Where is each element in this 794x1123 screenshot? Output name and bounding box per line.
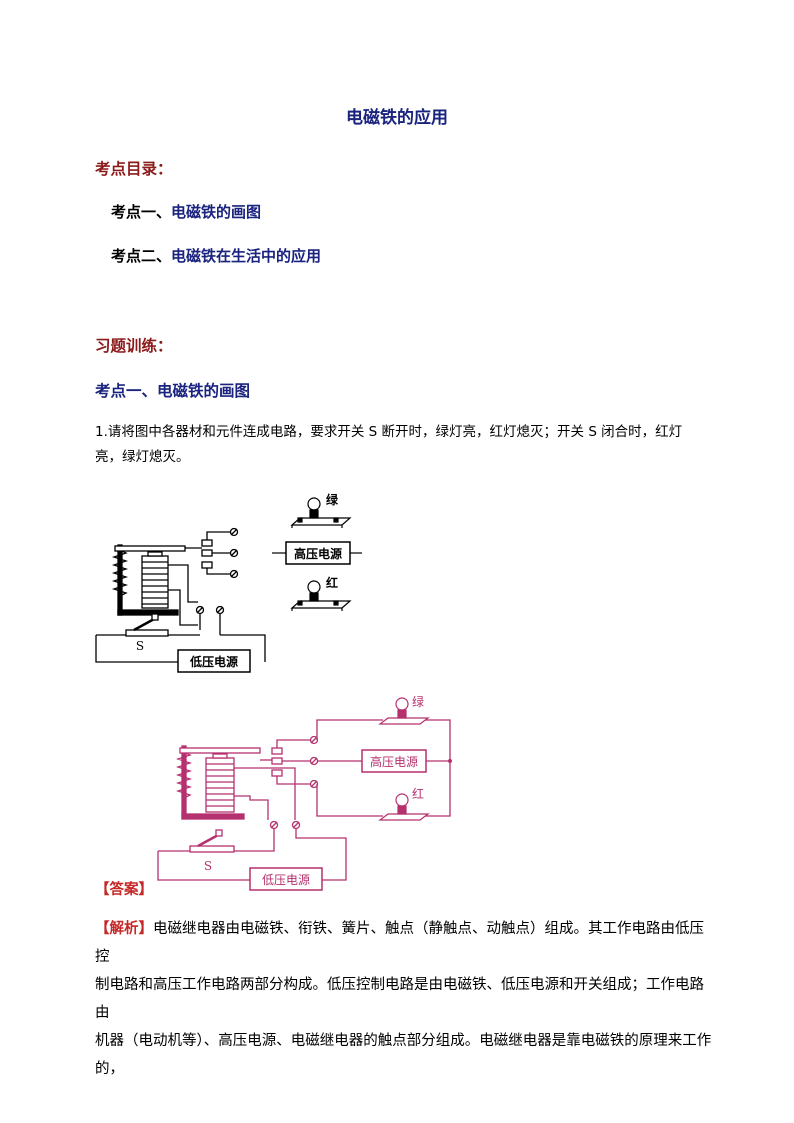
answer-switch-label: S xyxy=(204,859,212,873)
electromagnet-coil xyxy=(141,555,169,609)
low-voltage-box xyxy=(177,649,251,673)
terminal-upper xyxy=(229,527,239,537)
terminal-middle xyxy=(229,548,239,558)
answer-red-label: 红 xyxy=(412,786,424,801)
toc-item-1[interactable]: 考点一、电磁铁的画图 xyxy=(111,201,261,222)
analysis-line-2: 制电路和高压工作电路两部分构成。低压控制电路是由电磁铁、低压电源和开关组成；工作… xyxy=(95,977,704,1021)
red-bulb-icon xyxy=(307,580,321,594)
relay-base xyxy=(117,609,179,616)
low-voltage-label: 低压电源 xyxy=(189,654,238,669)
question-circuit-figure: 低压电源 S xyxy=(95,527,266,673)
answer-circuit-figure: 高压电源 低压电源 S 绿 红 xyxy=(157,694,452,891)
coil-windings xyxy=(142,561,168,605)
answer-red-lamp xyxy=(378,793,430,821)
moving-contact xyxy=(201,549,213,557)
high-voltage-box xyxy=(285,541,351,565)
page-title: 电磁铁的应用 xyxy=(346,108,448,128)
toc-item-1-prefix: 考点一、 xyxy=(111,203,172,221)
analysis-line-3: 机器（电动机等）、高压电源、电磁继电器的触点部分组成。电磁继电器是靠电磁铁的原理… xyxy=(95,1033,712,1077)
toc-item-2-text: 电磁铁在生活中的应用 xyxy=(171,247,322,265)
answer-wire-red xyxy=(316,784,383,817)
answer-green-lamp xyxy=(378,697,430,725)
answer-green-label: 绿 xyxy=(412,694,424,709)
lower-contact xyxy=(201,561,213,569)
relay-armature xyxy=(114,545,186,552)
switch-base xyxy=(125,629,169,637)
low-voltage-wire-right xyxy=(220,634,266,662)
toc-item-1-text: 电磁铁的画图 xyxy=(171,203,262,221)
answer-low-voltage-label: 低压电源 xyxy=(262,873,310,887)
green-label: 绿 xyxy=(326,492,339,507)
upper-contact xyxy=(201,539,213,547)
question-1-line-1: 1.请将图中各器材和元件连成电路，要求开关 S 断开时，绿灯亮，红灯熄灭；开关 … xyxy=(95,424,683,440)
answer-tag: 【答案】 xyxy=(95,882,153,898)
answer-red-bulb-icon xyxy=(395,793,409,807)
answer-wire-green xyxy=(316,719,383,740)
toc-heading: 考点目录： xyxy=(95,160,173,178)
red-label: 红 xyxy=(326,575,338,590)
point1-heading: 考点一、电磁铁的画图 xyxy=(95,382,251,400)
practice-heading: 习题训练： xyxy=(95,337,173,355)
green-bulb-icon xyxy=(307,497,321,511)
analysis-line-1: 电磁继电器由电磁铁、衔铁、簧片、触点（静触点、动触点）组成。其工作电路由低压控 xyxy=(95,921,704,965)
question-1: 1.请将图中各器材和元件连成电路，要求开关 S 断开时，绿灯亮，红灯熄灭；开关 … xyxy=(95,420,715,470)
terminal-lower xyxy=(229,569,239,579)
relay-spring xyxy=(111,549,129,597)
toc-item-2[interactable]: 考点二、电磁铁在生活中的应用 xyxy=(111,245,321,266)
answer-green-bulb-icon xyxy=(395,697,409,711)
question-1-line-2: 亮，绿灯熄灭。 xyxy=(95,449,190,465)
analysis-tag: 【解析】 xyxy=(95,921,153,937)
answer-high-voltage-label: 高压电源 xyxy=(370,754,418,769)
low-voltage-wire-left xyxy=(95,635,178,663)
switch-label: S xyxy=(136,639,144,653)
toc-item-2-prefix: 考点二、 xyxy=(111,247,172,265)
question-lamps-figure: 绿 高压电源 红 xyxy=(272,492,362,611)
high-voltage-label: 高压电源 xyxy=(294,546,342,561)
analysis-paragraph: 【解析】电磁继电器由电磁铁、衔铁、簧片、触点（静触点、动触点）组成。其工作电路由… xyxy=(95,915,715,1083)
